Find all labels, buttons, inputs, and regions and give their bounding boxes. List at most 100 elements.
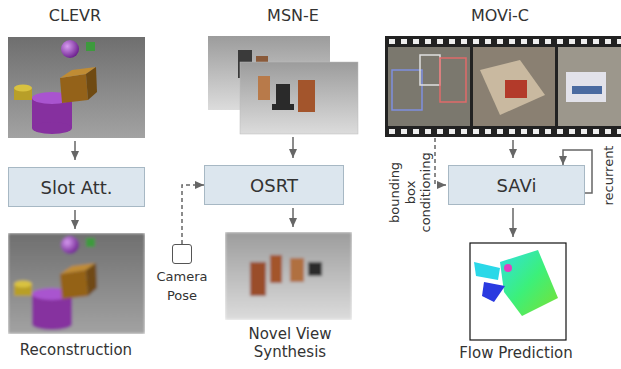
film-perforation — [485, 129, 491, 134]
flow-blob — [474, 262, 500, 280]
film-perforation — [485, 39, 491, 44]
film-perforation — [521, 39, 527, 44]
film-perforation — [497, 39, 503, 44]
film-base — [385, 36, 621, 137]
camera-pose-input: Camera Pose — [146, 244, 218, 306]
flow-image — [470, 243, 566, 340]
arrow — [74, 141, 76, 160]
pose-square — [172, 244, 192, 264]
object — [572, 86, 602, 94]
chair — [290, 258, 304, 282]
film-perforation — [617, 39, 621, 44]
bounding-box — [440, 58, 466, 102]
film-perforation — [545, 39, 551, 44]
film-perforation — [401, 39, 407, 44]
film-perforation — [509, 129, 515, 134]
object — [480, 60, 545, 115]
model-box: SAVi — [448, 165, 585, 205]
film-perforation — [581, 129, 587, 134]
purple-cylinder-base — [32, 122, 72, 134]
clevr-scene — [8, 37, 145, 138]
view-ground — [225, 232, 352, 320]
dataset-title: MSN-E — [233, 6, 353, 25]
flow-blob — [504, 264, 512, 272]
scene-ground — [8, 37, 145, 138]
film-perforation — [533, 39, 539, 44]
model-box: Slot Att. — [8, 167, 145, 207]
chair-seat — [272, 104, 294, 110]
film-perforation — [461, 39, 467, 44]
purple-sphere — [61, 40, 79, 58]
chair — [258, 76, 270, 100]
arrow — [512, 140, 514, 158]
novel-view-image — [225, 232, 352, 320]
video-frame — [473, 47, 555, 126]
video-frame — [558, 47, 621, 126]
flow-blob — [500, 250, 558, 316]
input-label: Camera Pose — [146, 268, 218, 306]
conditioning-arrow — [182, 185, 204, 244]
film-perforation — [569, 39, 575, 44]
model-name: SAVi — [497, 175, 537, 196]
film-perforation — [557, 129, 563, 134]
conditioning-arrow — [435, 138, 446, 185]
film-perforation — [437, 129, 443, 134]
film-perforation — [521, 129, 527, 134]
film-perforation — [425, 39, 431, 44]
film-perforation — [605, 129, 611, 134]
film-perforation — [569, 129, 575, 134]
film-perforation — [401, 129, 407, 134]
film-perforation — [605, 39, 611, 44]
film-perforation — [389, 129, 395, 134]
film-perforation — [389, 39, 395, 44]
bounding-box — [420, 55, 440, 85]
video-film-strip — [385, 36, 621, 137]
gold-cube-front — [60, 74, 88, 103]
chair — [298, 80, 315, 112]
chair — [250, 262, 266, 296]
film-perforation — [509, 39, 515, 44]
film-perforation — [497, 129, 503, 134]
arrow — [292, 208, 294, 227]
film-perforation — [557, 39, 563, 44]
yellow-cylinder-top — [14, 85, 32, 92]
dataset-title: CLEVR — [15, 6, 135, 25]
model-box: OSRT — [204, 165, 344, 205]
film-perforation — [437, 39, 443, 44]
film-perforation — [449, 39, 455, 44]
flow-blob — [482, 282, 505, 302]
video-frame — [388, 47, 470, 126]
film-perforation — [545, 129, 551, 134]
reconstruction-image — [8, 233, 145, 334]
task-caption: Reconstruction — [1, 341, 151, 359]
flow-frame — [470, 243, 566, 340]
chair — [270, 255, 282, 283]
film-perforation — [413, 129, 419, 134]
task-caption: Novel View Synthesis — [225, 325, 355, 361]
edge-label: recurrent — [601, 146, 616, 206]
film-perforation — [449, 129, 455, 134]
object — [505, 80, 527, 98]
film-perforation — [581, 39, 587, 44]
chair — [308, 262, 322, 276]
film-perforation — [413, 39, 419, 44]
film-perforation — [617, 129, 621, 134]
side-note: bounding box conditioning — [387, 148, 434, 236]
dataset-title: MOVi-C — [440, 6, 560, 25]
film-perforation — [425, 129, 431, 134]
object — [566, 72, 606, 102]
view-front — [240, 62, 358, 134]
model-name: OSRT — [250, 175, 298, 196]
task-caption: Flow Prediction — [446, 344, 586, 362]
film-perforation — [593, 129, 599, 134]
film-perforation — [461, 129, 467, 134]
green-cube — [86, 42, 95, 51]
chair — [276, 84, 290, 104]
film-perforation — [533, 129, 539, 134]
gold-cube-side — [86, 67, 97, 100]
film-perforation — [473, 129, 479, 134]
bounding-box — [392, 70, 422, 110]
film-perforation — [473, 39, 479, 44]
arrow — [74, 210, 76, 229]
